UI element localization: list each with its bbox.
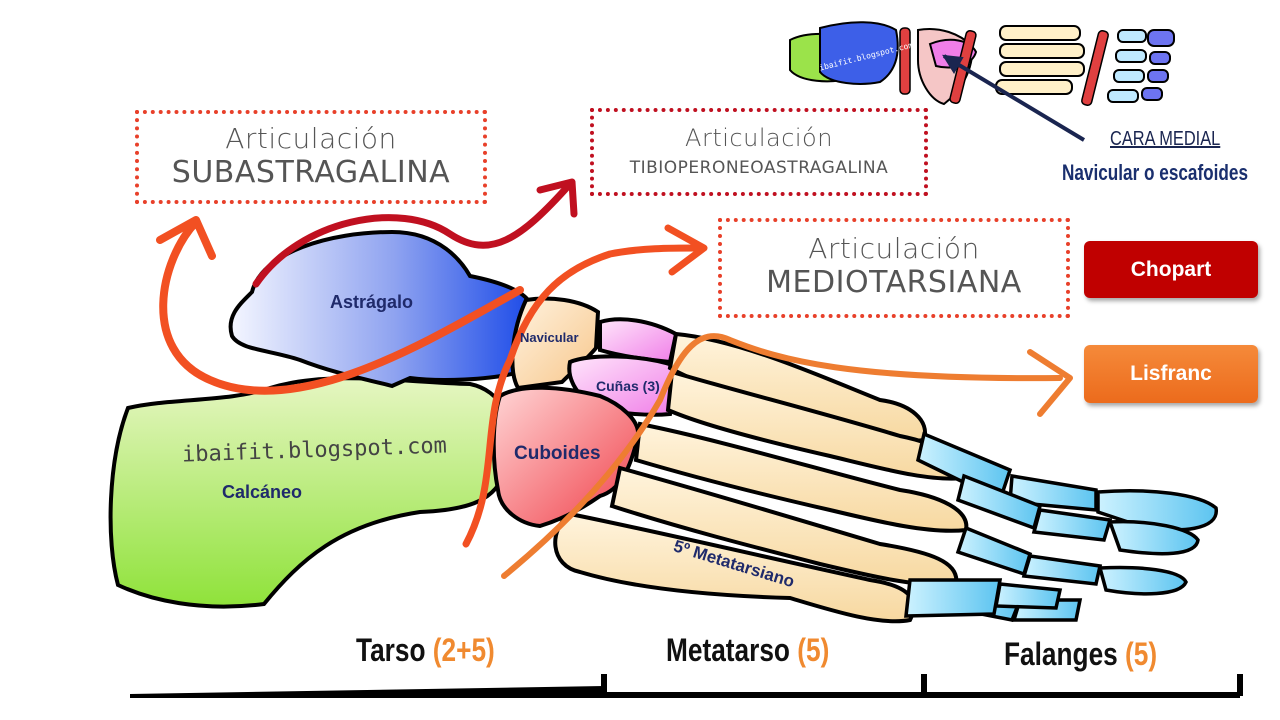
phalanges [904,431,1218,622]
calcaneo-label: Calcáneo [222,482,303,502]
mediotarsiana-line2: MEDIOTARSIANA [766,265,1022,300]
cuboides-label: Cuboides [514,443,601,464]
section-tarso-count: (2+5) [432,632,495,668]
mediotarsiana-line1: Articulación [808,232,980,265]
joint-arrows [156,178,1073,579]
section-tarso-name: Tarso [356,632,426,668]
tibioperoneo-box: Articulación TIBIOPERONEOASTRAGALINA [590,108,928,196]
cuboides-bone [491,385,641,529]
mediotarsiana-box: Articulación MEDIOTARSIANA [718,218,1070,318]
astragalo-label: Astrágalo [330,292,414,312]
section-falanges-name: Falanges [1004,636,1118,672]
section-tarso: Tarso (2+5) [356,632,495,669]
cara-medial-subtitle: Navicular o escafoides [1062,160,1248,185]
lisfranc-button[interactable]: Lisfranc [1084,345,1258,403]
chopart-button[interactable]: Chopart [1084,241,1258,298]
navicular-label: Navicular [520,330,579,345]
section-metatarso: Metatarso (5) [666,632,829,669]
tibioperoneo-line1: Articulación [685,124,833,152]
metatarsals [553,331,969,624]
tibioperoneo-line2: TIBIOPERONEOASTRAGALINA [629,158,889,178]
medial-view-thumbnail [789,21,1175,142]
calcaneo-bone [108,376,513,609]
scale-bar [130,674,1243,698]
cunas-label: Cuñas (3) [596,378,660,394]
section-metatarso-name: Metatarso [666,632,790,668]
subastragalina-line1: Articulación [225,122,397,155]
subastragalina-line2: SUBASTRAGALINA [171,155,451,190]
cara-medial-title: CARA MEDIAL [1110,128,1221,150]
section-falanges: Falanges (5) [1004,636,1157,673]
subastragalina-box: Articulación SUBASTRAGALINA [135,110,487,204]
section-falanges-count: (5) [1125,636,1158,672]
section-metatarso-count: (5) [797,632,830,668]
